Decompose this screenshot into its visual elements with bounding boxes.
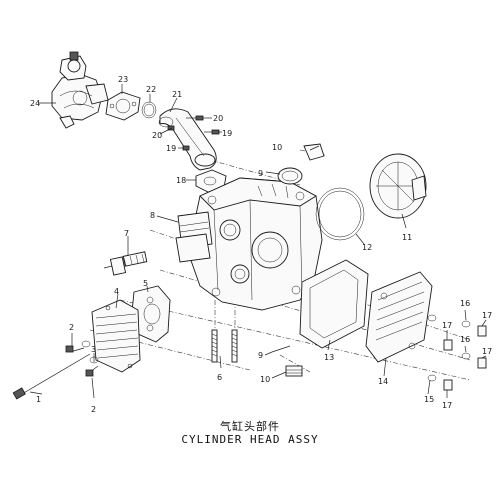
callout-14: 14 [378,377,388,386]
callout-6: 6 [217,373,222,382]
callout-16a: 16 [460,299,470,308]
plug-10-oring-9-upper [277,143,325,185]
callout-9-upper: 9 [258,169,263,178]
callout-7: 7 [124,229,129,238]
callout-17d: 17 [442,401,452,410]
leader-lines [29,84,487,399]
callout-3: 3 [91,345,96,354]
nuts-washers-15-16-17 [427,314,487,391]
callout-2-lower: 2 [91,405,96,414]
callout-20a: 20 [152,131,162,140]
callout-19b: 19 [166,144,176,153]
bolts-1-2-3 [12,340,99,400]
callout-2-upper: 2 [69,323,74,332]
callout-8: 8 [150,211,155,220]
callout-16b: 16 [460,335,470,344]
side-cover-4-part [91,299,141,373]
caption-chinese: 气缸头部件 [220,420,280,433]
o-ring-22 [141,101,157,119]
callout-19a: 19 [222,129,232,138]
studs-6 [211,329,238,363]
callout-10-upper: 10 [272,143,282,152]
callout-11: 11 [402,233,412,242]
callout-numbers: 24 23 22 21 20 20 19 19 18 10 9 8 7 12 1… [30,75,492,414]
insulator-part [105,91,141,121]
callout-1: 1 [36,395,41,404]
callout-21: 21 [172,90,182,99]
carburetor-part [51,51,109,129]
callout-15: 15 [424,395,434,404]
callout-20b: 20 [213,114,223,123]
callout-17c: 17 [482,347,492,356]
callout-18: 18 [176,176,186,185]
head-block-8-part [175,211,213,263]
callout-9-lower: 9 [258,351,263,360]
valve-cover-gasket-13 [299,259,369,349]
spark-plug-part [103,251,148,276]
callout-24: 24 [30,99,40,108]
callout-13: 13 [324,353,334,362]
callout-17a: 17 [442,321,452,330]
callout-17b: 17 [482,311,492,320]
callout-23: 23 [118,75,128,84]
callout-4: 4 [114,287,119,296]
cylinder-head-part [187,177,323,311]
callout-22: 22 [146,85,156,94]
caption-english: CYLINDER HEAD ASSY [181,433,319,446]
callout-10-lower: 10 [260,375,270,384]
large-o-ring-12 [315,187,365,241]
callout-12: 12 [362,243,372,252]
pin-9-plug-10-lower [271,345,303,377]
callout-5: 5 [143,279,148,288]
intake-pipe-part [158,108,217,171]
round-cover-11-part [369,153,427,219]
valve-cover-14-part [365,271,433,363]
